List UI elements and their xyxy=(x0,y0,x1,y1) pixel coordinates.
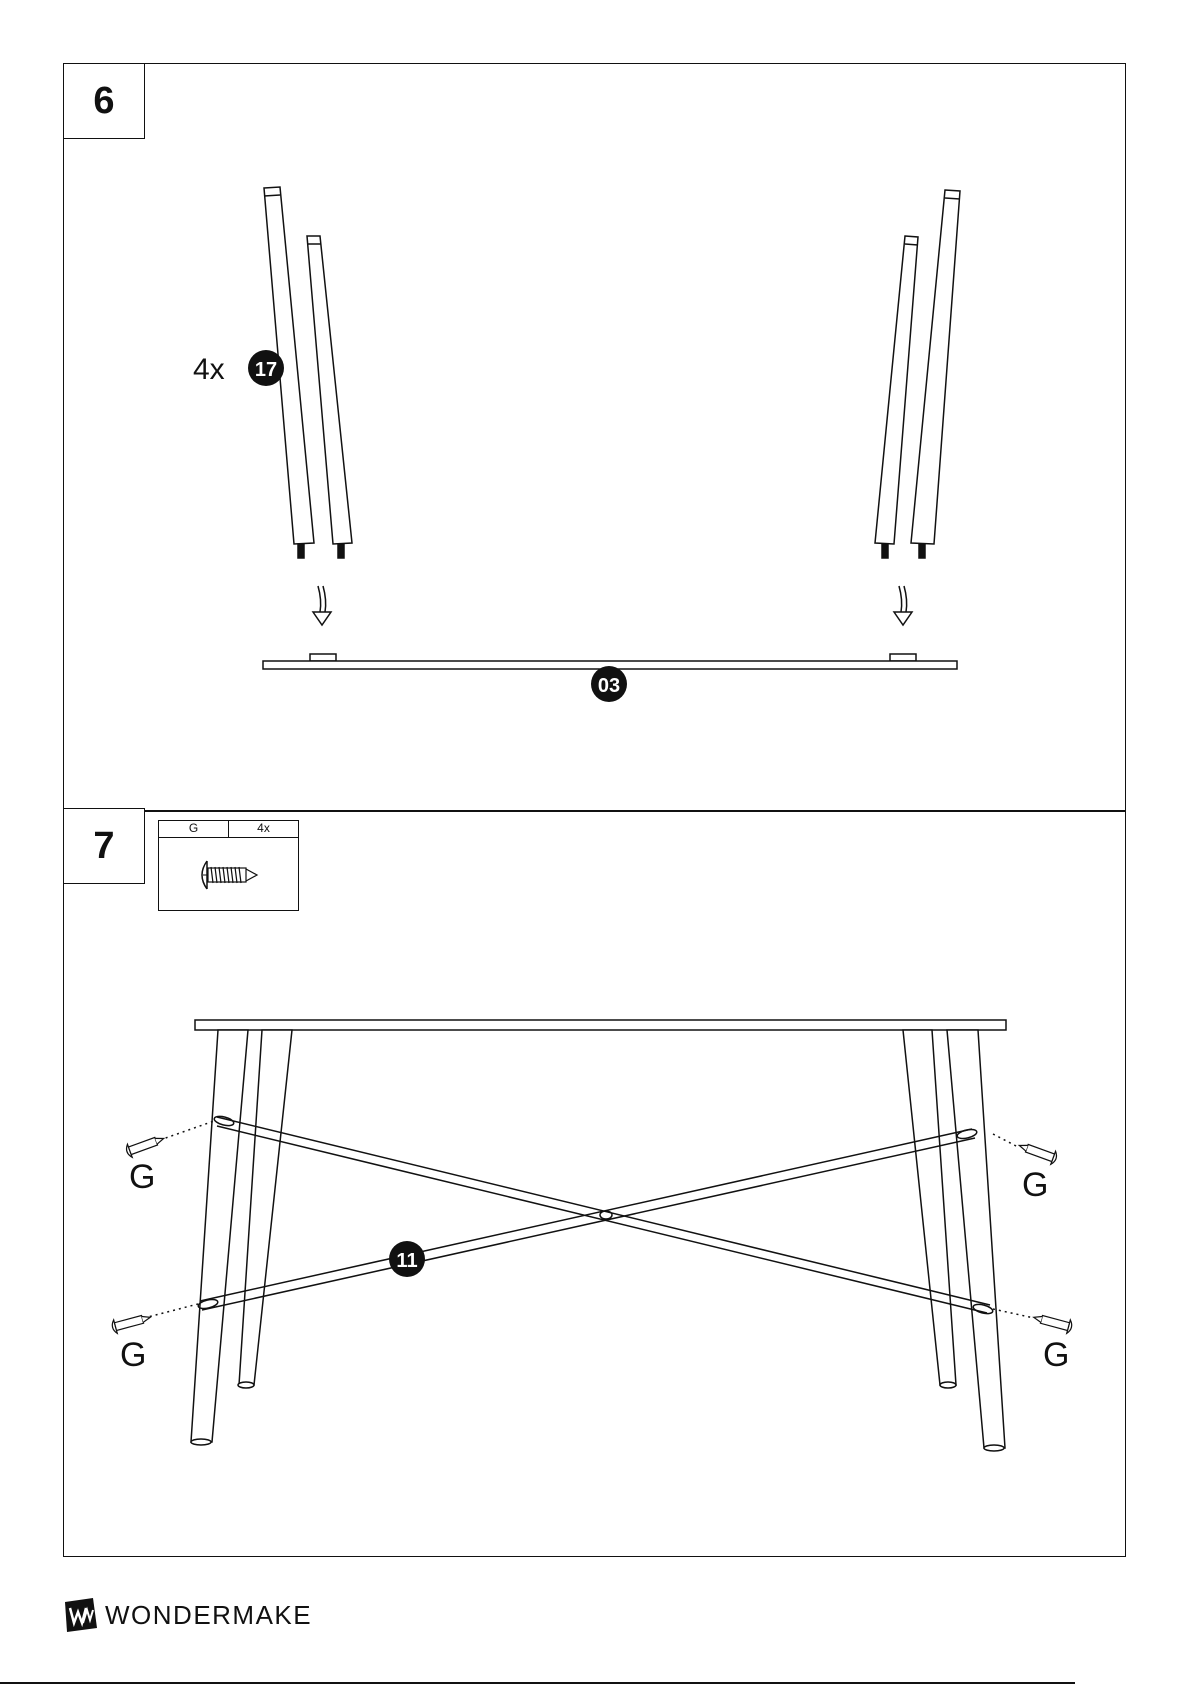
step-7-number: 7 xyxy=(63,808,145,884)
footer-branding: WONDERMAKE xyxy=(63,1598,312,1632)
hardware-box: G 4x xyxy=(158,820,299,911)
step-7-panel xyxy=(63,810,1126,1557)
bottom-rule xyxy=(0,1682,1075,1684)
leg-quantity: 4x xyxy=(193,353,225,386)
wondermake-logo-icon xyxy=(63,1598,99,1632)
part-number-17: 17 xyxy=(255,359,277,381)
arrow-down-icon xyxy=(894,586,912,625)
arrow-down-icon xyxy=(313,586,331,625)
leg-left-inner xyxy=(307,236,352,558)
leg-right-inner xyxy=(875,236,918,558)
hardware-letter: G xyxy=(159,821,229,837)
leg-right-outer xyxy=(911,190,960,558)
brand-name: WONDERMAKE xyxy=(105,1600,312,1631)
part-number-03: 03 xyxy=(598,675,620,697)
hardware-quantity: 4x xyxy=(229,821,298,837)
screw-icon xyxy=(159,838,300,912)
step-6-illustration: 4x 17 03 xyxy=(0,0,1192,812)
